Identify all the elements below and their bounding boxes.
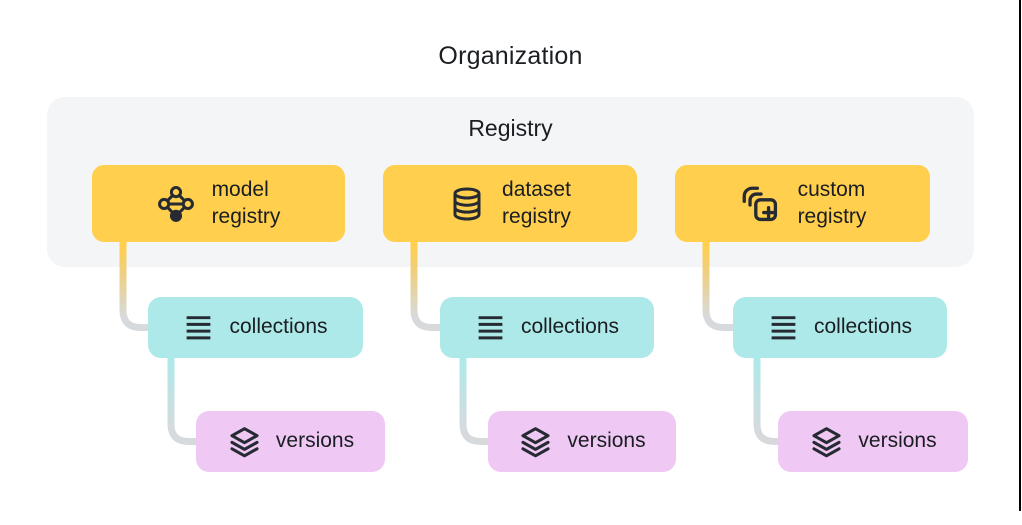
copy-plus-icon (742, 186, 777, 221)
database-icon (453, 187, 481, 221)
collections-label: collections (520, 315, 620, 339)
versions-node-1: versions (196, 411, 385, 472)
list-lines-icon (187, 316, 211, 340)
collections-node-3: collections (733, 297, 947, 358)
connector-registry-collections-2 (410, 240, 442, 331)
custom-registry-label: custom registry (797, 177, 867, 228)
versions-node-3: versions (778, 411, 968, 472)
versions-label: versions (275, 429, 355, 453)
versions-node-2: versions (488, 411, 676, 472)
list-lines-icon (478, 316, 503, 340)
dataset-registry-node: dataset registry (383, 165, 637, 242)
connector-collections-versions-3 (753, 355, 780, 445)
layers-stack-icon (521, 427, 550, 458)
model-registry-label: model registry (211, 177, 281, 228)
custom-registry-node: custom registry (675, 165, 930, 242)
connector-collections-versions-2 (459, 355, 490, 445)
connector-registry-collections-1 (119, 240, 150, 331)
model-graph-icon (157, 185, 194, 222)
connector-collections-versions-1 (167, 355, 198, 445)
layers-stack-icon (230, 427, 259, 458)
model-registry-node: model registry (92, 165, 345, 242)
connector-registry-collections-3 (702, 240, 735, 331)
layers-stack-icon (812, 427, 841, 458)
registry-group-label: Registry (468, 115, 553, 141)
collections-label: collections (813, 315, 913, 339)
collections-node-1: collections (148, 297, 363, 358)
screen-edge-line (1019, 0, 1021, 511)
versions-label: versions (858, 429, 937, 453)
diagram-title: Organization (438, 42, 583, 70)
list-lines-icon (771, 316, 796, 340)
collections-node-2: collections (440, 297, 654, 358)
dataset-registry-label: dataset registry (502, 177, 571, 228)
collections-label: collections (229, 315, 328, 339)
versions-label: versions (567, 429, 646, 453)
